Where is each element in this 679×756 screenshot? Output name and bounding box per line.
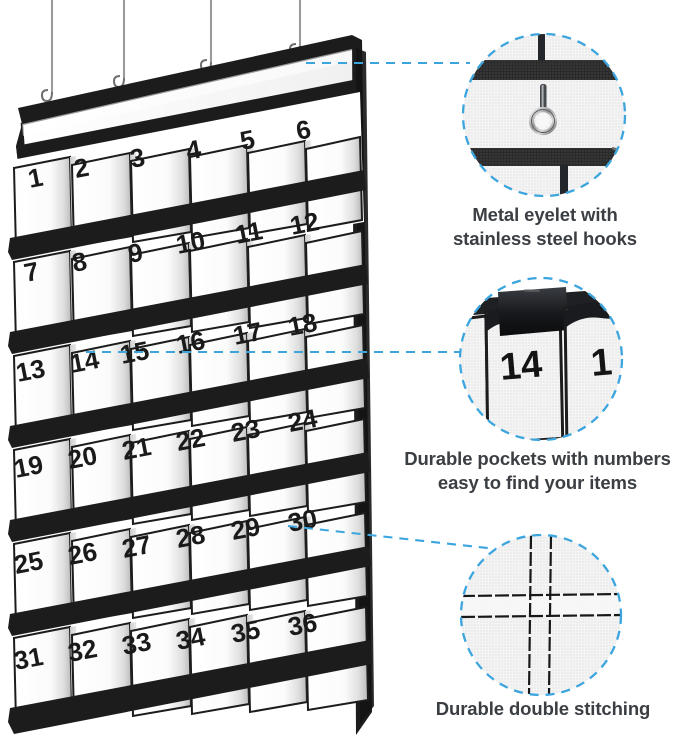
organizer-illustration: 1 2 3 4 5 6 (8, 0, 374, 735)
callout-eyelet (461, 32, 627, 198)
svg-text:16: 16 (173, 325, 207, 360)
callout-circle-eyelet (461, 32, 627, 198)
svg-text:19: 19 (11, 449, 45, 484)
callout-caption-stitching: Durable double stitching (435, 698, 651, 719)
pocket-row-1: 1 2 3 4 5 6 (8, 92, 366, 284)
svg-text:12: 12 (287, 206, 321, 241)
svg-text:9: 9 (125, 237, 145, 269)
callout-caption-eyelet: Metal eyelet with stainless steel hooks (452, 204, 637, 250)
svg-text:28: 28 (173, 519, 207, 554)
svg-text:14: 14 (498, 343, 544, 389)
hook-curl-2 (112, 75, 125, 89)
callout-caption-pockets: Durable pockets with numbers easy to fin… (404, 448, 671, 494)
svg-text:20: 20 (65, 440, 99, 475)
svg-text:14: 14 (67, 344, 102, 379)
svg-text:29: 29 (228, 511, 262, 546)
svg-text:21: 21 (119, 431, 153, 466)
pocket-row-5: 25 26 27 28 29 30 (8, 503, 371, 636)
svg-text:11: 11 (232, 215, 265, 250)
organizer-header-panel (16, 35, 360, 163)
svg-text:31: 31 (11, 641, 45, 676)
svg-text:35: 35 (228, 614, 262, 649)
svg-text:18: 18 (285, 307, 319, 342)
svg-text:26: 26 (65, 536, 99, 571)
svg-text:23: 23 (228, 413, 262, 448)
svg-text:2: 2 (71, 152, 91, 184)
hook-stems (50, 0, 302, 92)
svg-text:30: 30 (285, 503, 319, 538)
callout-pockets: 14 1 (458, 276, 624, 442)
svg-text:13: 13 (13, 353, 47, 388)
svg-text:10: 10 (173, 225, 207, 260)
pocket-row-2: 7 8 9 10 11 12 (8, 206, 368, 354)
pocket-row-4: 19 20 21 22 23 24 (8, 403, 370, 542)
svg-text:25: 25 (11, 545, 45, 580)
svg-text:32: 32 (65, 633, 99, 668)
callout-circle-pockets (458, 276, 624, 442)
callout-circle-stitching (459, 533, 623, 697)
svg-text:1: 1 (25, 162, 45, 194)
svg-text:34: 34 (173, 621, 208, 656)
svg-text:3: 3 (127, 142, 147, 174)
svg-text:36: 36 (285, 607, 319, 642)
svg-text:17: 17 (230, 316, 264, 351)
hook-curl-1 (40, 89, 53, 103)
pocket-row-6: 31 32 33 34 35 36 (8, 605, 372, 734)
svg-text:5: 5 (237, 124, 257, 156)
svg-text:33: 33 (119, 626, 153, 661)
svg-text:4: 4 (183, 134, 203, 166)
svg-text:27: 27 (119, 529, 153, 564)
svg-text:1: 1 (589, 341, 614, 385)
svg-text:7: 7 (21, 256, 41, 288)
svg-text:8: 8 (69, 246, 89, 278)
pocket-row-3: 13 14 15 16 17 18 (8, 307, 369, 448)
callout-stitching (459, 533, 623, 697)
svg-text:24: 24 (285, 403, 320, 438)
svg-text:6: 6 (293, 114, 313, 146)
svg-text:22: 22 (173, 422, 207, 457)
